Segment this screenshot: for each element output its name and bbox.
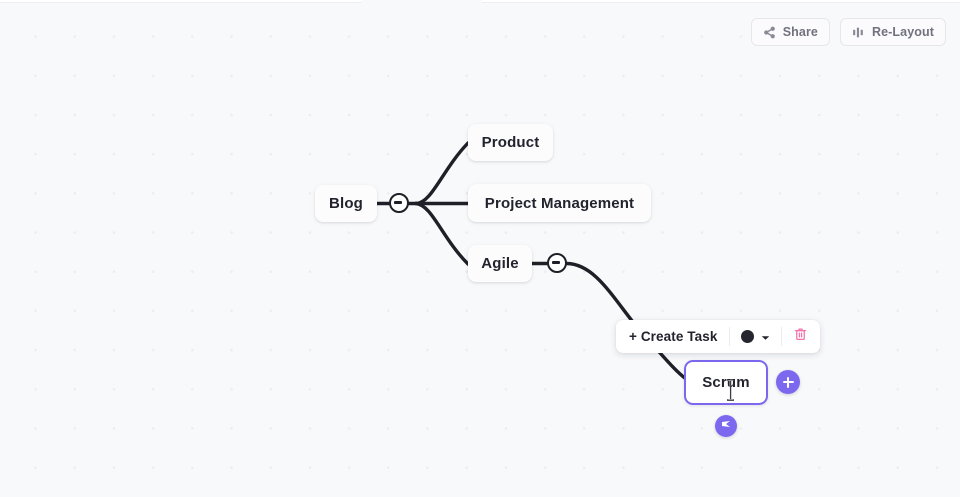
- share-button[interactable]: Share: [750, 18, 830, 46]
- canvas-toolbar: Share Re-Layout: [750, 18, 946, 46]
- node-label: Product: [481, 134, 540, 151]
- collapse-toggle-agile[interactable]: [547, 253, 567, 273]
- node-label: Scrum: [702, 374, 750, 391]
- share-nodes-icon: [763, 26, 776, 39]
- re-layout-button-label: Re-Layout: [871, 25, 934, 39]
- task-flag-icon-badge[interactable]: [715, 415, 737, 437]
- status-dot-icon: [741, 330, 755, 343]
- mindmap-node-product[interactable]: Product: [468, 124, 553, 161]
- delete-node-button[interactable]: [785, 326, 816, 347]
- toolbar-divider: [729, 327, 731, 346]
- collapse-toggle-root[interactable]: [389, 193, 409, 213]
- task-flag-icon: [720, 417, 732, 435]
- top-panel-gap: [362, 0, 482, 4]
- status-color-dropdown[interactable]: [733, 328, 778, 346]
- node-label: Project Management: [484, 194, 635, 212]
- mindmap-node-project-management[interactable]: Project Management: [468, 184, 651, 222]
- mindmap-node-blog[interactable]: Blog: [315, 185, 377, 222]
- trash-icon: [793, 326, 808, 347]
- node-label: Agile: [481, 255, 519, 272]
- re-layout-button[interactable]: Re-Layout: [839, 18, 946, 46]
- layout-bars-icon: [852, 26, 865, 39]
- create-task-button[interactable]: + Create Task: [629, 329, 718, 344]
- toolbar-divider: [781, 327, 783, 346]
- node-context-toolbar: + Create Task: [616, 320, 821, 353]
- chevron-down-icon: [761, 328, 770, 346]
- add-child-node-button[interactable]: [776, 370, 800, 394]
- mindmap-node-scrum[interactable]: Scrum: [684, 360, 768, 405]
- share-button-label: Share: [782, 25, 818, 39]
- mindmap-node-agile[interactable]: Agile: [468, 245, 532, 282]
- node-label: Blog: [329, 195, 363, 212]
